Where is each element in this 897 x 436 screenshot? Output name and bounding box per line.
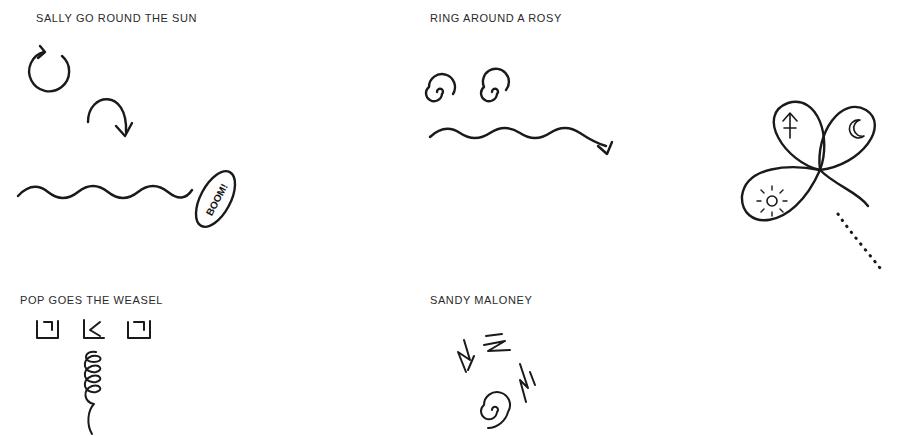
zigzag [484, 334, 510, 351]
boom-oval: BOOM! [185, 162, 246, 235]
weasel-sketch [37, 320, 150, 434]
arrow-symbol [783, 113, 797, 138]
rosy-sketch [426, 69, 612, 154]
spiral [426, 74, 455, 101]
box-symbol [128, 321, 150, 338]
arc-arrow [88, 99, 126, 132]
arrow-head [598, 142, 612, 154]
sun-symbol [767, 196, 777, 206]
clover-sketch [742, 102, 880, 268]
circle-arrow [29, 52, 69, 91]
clover-loop [742, 167, 820, 220]
spiral [481, 392, 510, 428]
moon-symbol [850, 120, 864, 138]
arrow-head [116, 123, 132, 136]
sun-rays [757, 186, 787, 216]
sandy-sketch [458, 334, 535, 428]
wavy-line [18, 186, 192, 198]
song-title: SALLY GO ROUND THE SUN [36, 12, 197, 24]
clover-stem [820, 170, 868, 206]
oval-shape [187, 165, 242, 233]
song-title: RING AROUND A ROSY [430, 12, 562, 24]
zigzag [520, 364, 535, 402]
sally-sketch [18, 46, 192, 198]
zigzag [458, 340, 474, 372]
wavy-line [430, 128, 606, 146]
song-title: POP GOES THE WEASEL [20, 294, 163, 306]
spring-coil [85, 352, 101, 434]
arrow-head [38, 46, 45, 58]
song-title: SANDY MALONEY [430, 294, 532, 306]
spiral [481, 69, 509, 101]
box-symbol [84, 320, 104, 338]
dotted-trail [838, 214, 880, 268]
box-symbol [37, 321, 58, 338]
clover-loop [819, 107, 874, 170]
clover-loop [774, 102, 825, 170]
